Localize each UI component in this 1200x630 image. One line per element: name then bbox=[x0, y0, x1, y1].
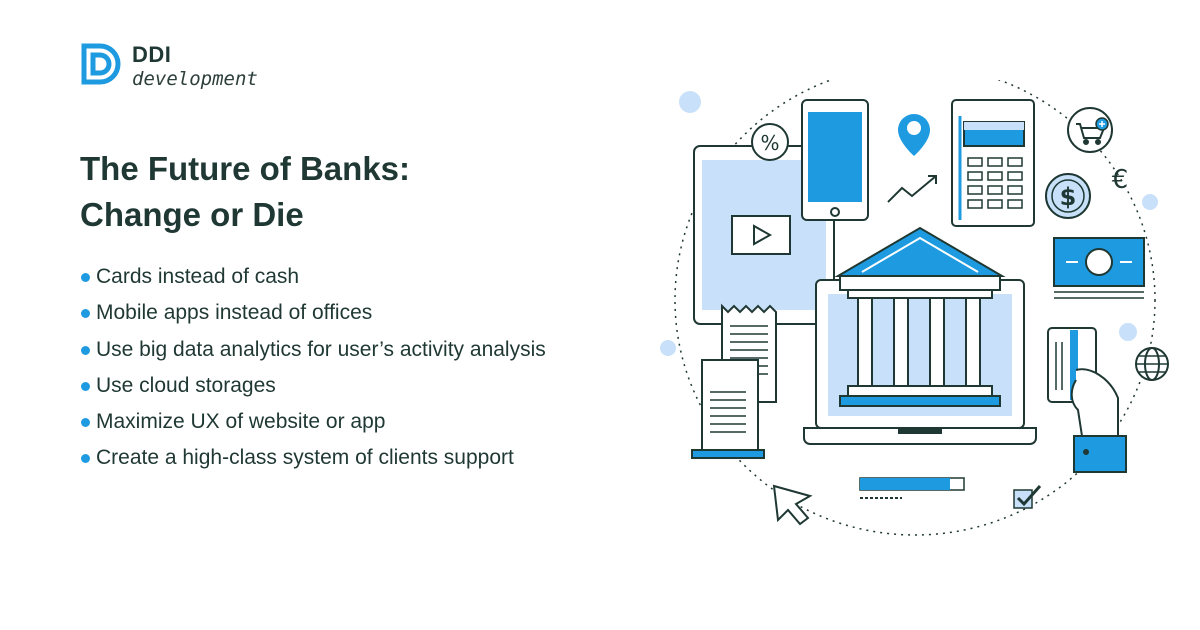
list-item: Use big data analytics for user’s activi… bbox=[80, 335, 680, 371]
banking-illustration: % $ € bbox=[660, 80, 1169, 536]
euro-icon: € bbox=[1112, 165, 1129, 195]
receipt-icon bbox=[691, 303, 777, 459]
dollar-coin-icon: $ bbox=[1045, 173, 1091, 219]
checkbox-icon bbox=[1013, 485, 1042, 509]
bank-icon bbox=[834, 226, 1006, 407]
list-item: Use cloud storages bbox=[80, 371, 680, 407]
bullet-dot-icon bbox=[81, 309, 90, 319]
calculator-icon bbox=[951, 99, 1035, 227]
svg-text:$: $ bbox=[1060, 183, 1077, 211]
brand-name: DDI bbox=[132, 42, 172, 67]
decor-dot bbox=[1119, 323, 1137, 341]
bullet-dot-icon bbox=[81, 273, 90, 282]
decor-dot bbox=[1142, 194, 1158, 210]
laptop-icon bbox=[803, 279, 1037, 445]
percent-icon: % bbox=[751, 123, 789, 161]
bullet-dot-icon bbox=[81, 454, 90, 464]
dotted-orbit bbox=[674, 80, 1156, 536]
bullet-dot-icon bbox=[81, 418, 90, 428]
credit-card-icon bbox=[1047, 327, 1127, 473]
list-item: Create a high-class system of clients su… bbox=[80, 443, 680, 479]
bullet-dot-icon bbox=[81, 345, 90, 355]
bullet-list: Cards instead of cash Mobile apps instea… bbox=[80, 262, 680, 480]
decor-dot bbox=[660, 340, 676, 356]
page-title: The Future of Banks: Change or Die bbox=[80, 146, 640, 238]
title-line-2: Change or Die bbox=[80, 196, 304, 233]
location-pin-icon bbox=[898, 114, 930, 156]
svg-text:%: % bbox=[760, 131, 779, 155]
globe-icon bbox=[1135, 347, 1169, 381]
list-item: Cards instead of cash bbox=[80, 262, 680, 298]
phone-icon bbox=[801, 99, 869, 221]
list-item: Maximize UX of website or app bbox=[80, 407, 680, 443]
decor-dot bbox=[679, 91, 701, 113]
cursor-icon bbox=[772, 484, 813, 526]
progress-bar-icon bbox=[859, 477, 965, 499]
trend-chart-icon bbox=[887, 175, 937, 203]
cart-icon bbox=[1067, 107, 1113, 153]
play-icon bbox=[753, 224, 773, 246]
brand-logo: DDI development bbox=[80, 42, 280, 92]
list-item: Mobile apps instead of offices bbox=[80, 298, 680, 334]
tablet-icon bbox=[693, 145, 835, 325]
bullet-dot-icon bbox=[81, 381, 90, 391]
banknote-icon bbox=[1053, 237, 1145, 299]
title-line-1: The Future of Banks: bbox=[80, 150, 411, 187]
brand-tagline: development bbox=[132, 68, 258, 90]
ddi-logo-icon bbox=[81, 43, 121, 85]
